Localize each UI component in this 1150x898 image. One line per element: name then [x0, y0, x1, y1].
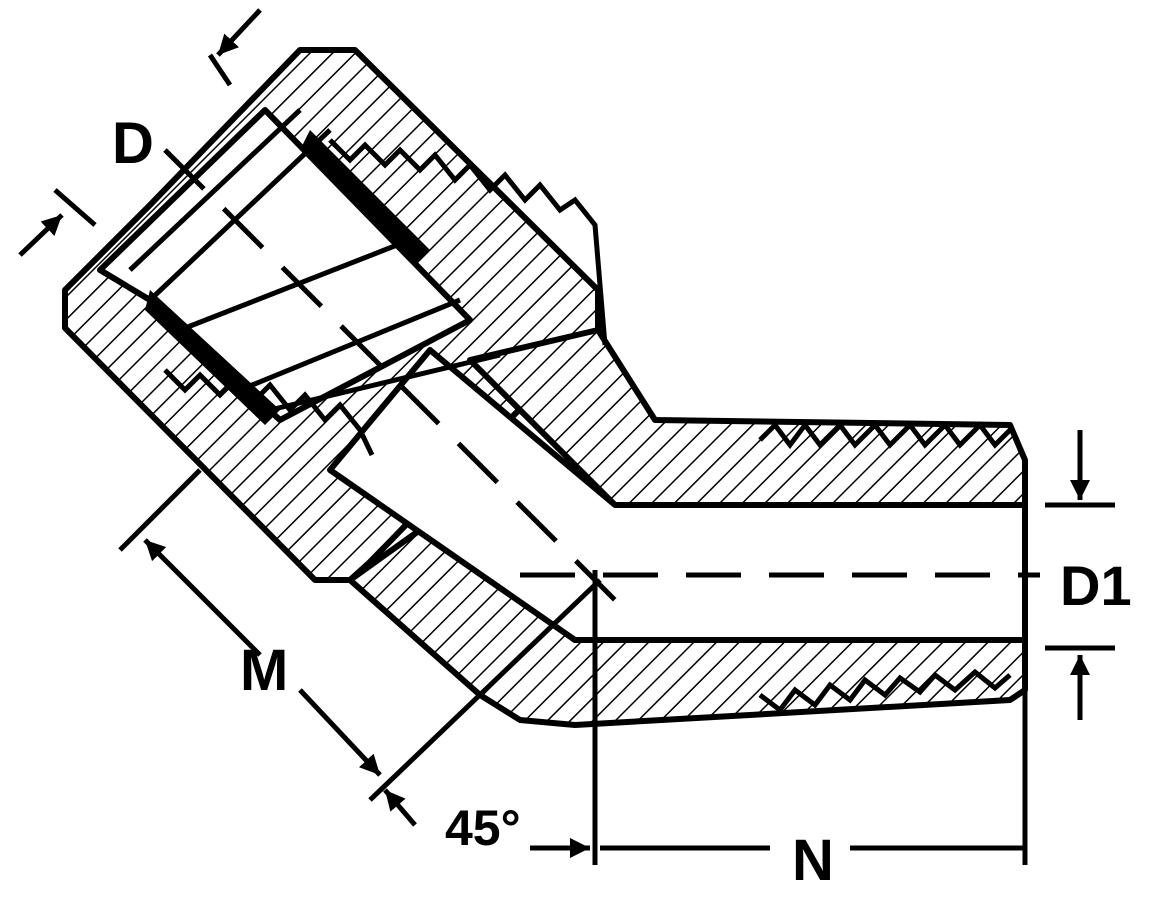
elbow-upper-wall	[467, 327, 1028, 508]
dimension-label-m: M	[240, 638, 289, 703]
dimension-label-d: D	[112, 111, 154, 176]
centerlines	[163, 148, 1040, 612]
dimension-label-d1: D1	[1060, 554, 1132, 617]
threads	[163, 138, 1012, 714]
dimension-label-n: N	[792, 828, 834, 893]
inner-bore	[327, 347, 1028, 643]
dimension-lines	[18, 8, 1115, 865]
dimension-label-angle: 45°	[445, 800, 521, 856]
